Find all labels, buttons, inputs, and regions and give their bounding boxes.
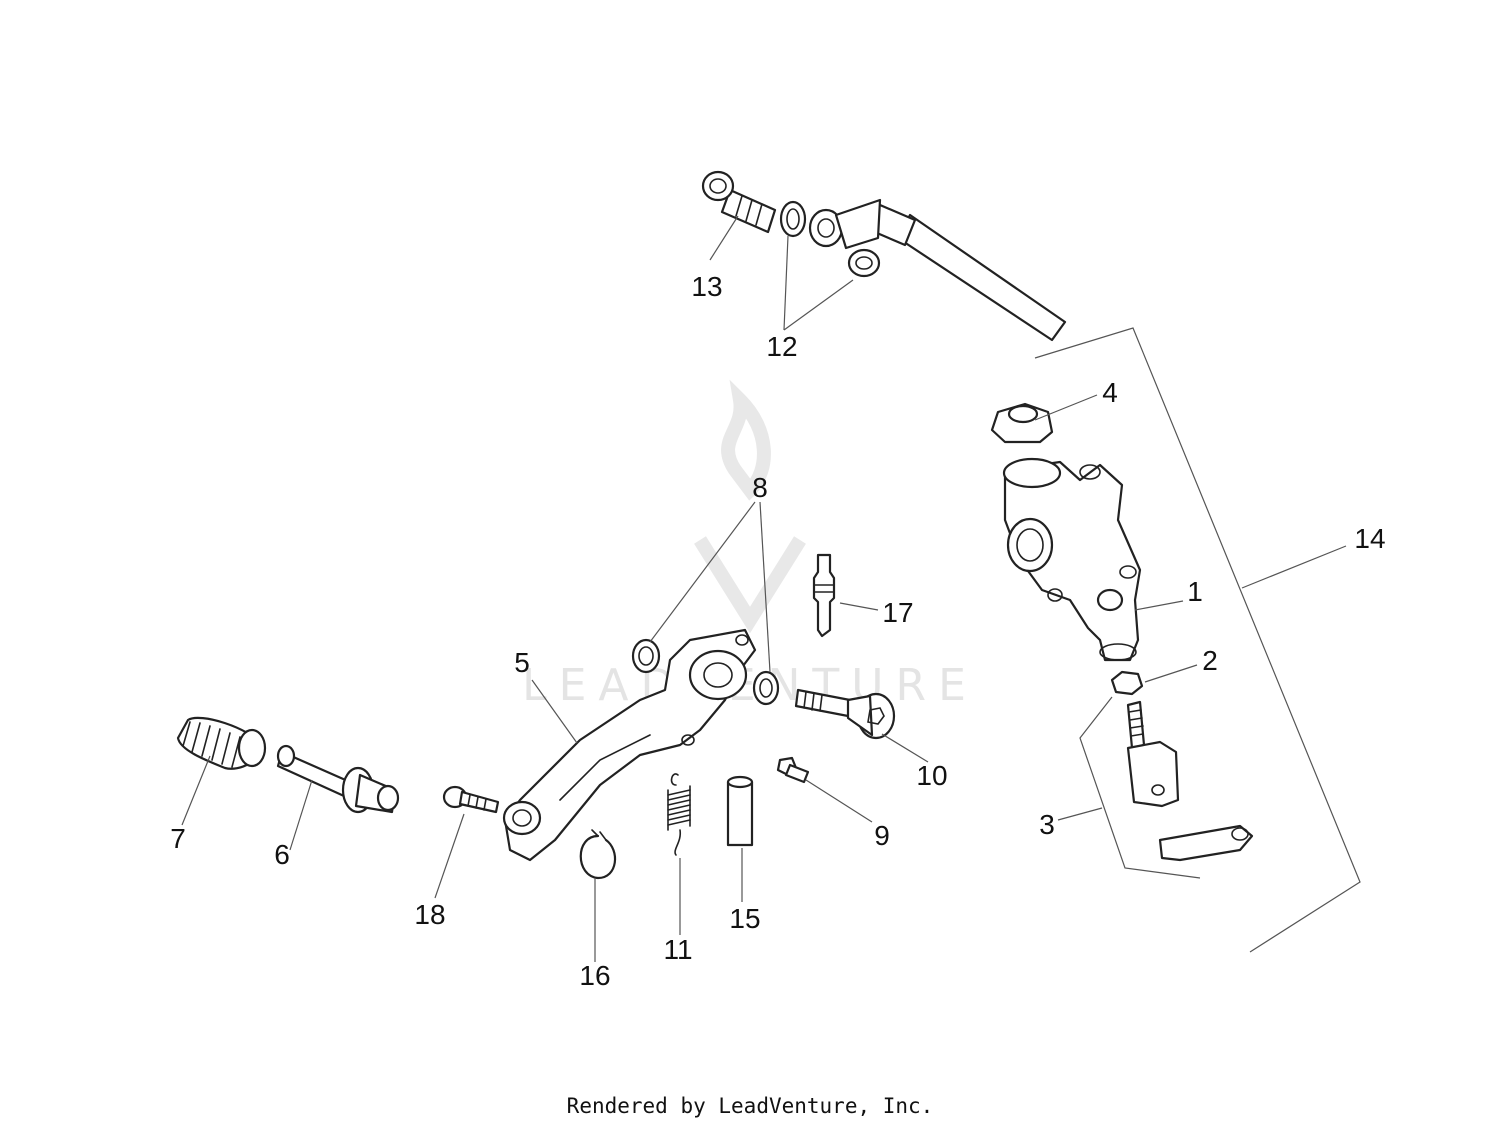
part-12-washers bbox=[779, 200, 881, 278]
callout-labels: 1 2 3 4 5 6 7 8 9 10 11 12 13 14 15 16 1… bbox=[170, 271, 1385, 991]
part-17-pin bbox=[812, 553, 836, 638]
callout-8: 8 bbox=[752, 472, 768, 503]
part-10-pivot-bolt bbox=[794, 688, 896, 740]
part-15-sleeve bbox=[726, 775, 754, 847]
callout-13: 13 bbox=[691, 271, 722, 302]
callout-1: 1 bbox=[1187, 576, 1203, 607]
bracket-14 bbox=[1034, 327, 1361, 953]
part-1-master-cylinder bbox=[1002, 457, 1142, 662]
callout-11: 11 bbox=[663, 934, 692, 965]
part-7-rubber-cover bbox=[176, 716, 267, 770]
brake-hose bbox=[808, 198, 1067, 342]
callout-9: 9 bbox=[874, 820, 890, 851]
callout-17: 17 bbox=[882, 597, 913, 628]
watermark-text: LEADVENTURE bbox=[522, 660, 978, 711]
callout-3: 3 bbox=[1039, 809, 1055, 840]
part-8-o-rings bbox=[631, 638, 780, 706]
part-9-small-bolt bbox=[776, 756, 810, 784]
callout-12: 12 bbox=[766, 331, 797, 362]
leader-lines bbox=[181, 215, 1347, 962]
callout-15: 15 bbox=[729, 903, 760, 934]
callout-10: 10 bbox=[916, 760, 947, 791]
bracket-3 bbox=[1079, 696, 1201, 879]
part-4-cap bbox=[990, 402, 1054, 444]
part-11-spring bbox=[667, 773, 691, 856]
part-5-brake-pedal bbox=[502, 628, 757, 862]
callout-18: 18 bbox=[414, 899, 445, 930]
part-13-banjo-bolt bbox=[701, 170, 777, 234]
part-6-footpeg-shaft bbox=[276, 744, 400, 814]
callout-7: 7 bbox=[170, 823, 186, 854]
part-3-push-rod bbox=[1126, 700, 1254, 862]
footer-credit: Rendered by LeadVenture, Inc. bbox=[566, 1094, 934, 1118]
callout-5: 5 bbox=[514, 647, 530, 678]
part-18-screw bbox=[442, 785, 500, 814]
callout-4: 4 bbox=[1102, 377, 1118, 408]
callout-2: 2 bbox=[1202, 645, 1218, 676]
callout-16: 16 bbox=[579, 960, 610, 991]
callout-14: 14 bbox=[1354, 523, 1385, 554]
callout-6: 6 bbox=[274, 839, 290, 870]
part-2-nut bbox=[1110, 670, 1144, 696]
watermark-logo: LEADVENTURE bbox=[522, 379, 978, 711]
part-16-circlip bbox=[579, 829, 617, 880]
